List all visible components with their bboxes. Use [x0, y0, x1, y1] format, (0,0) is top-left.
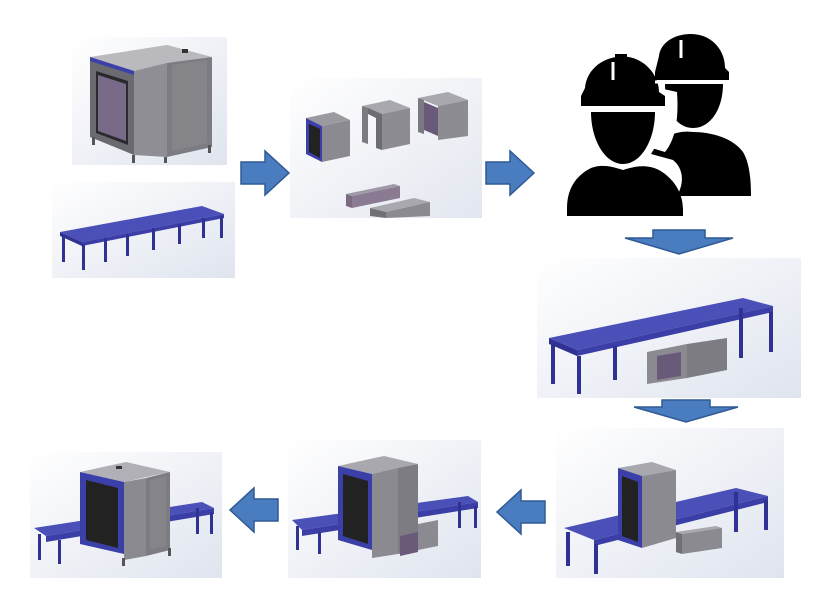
conveyor-table-panel [52, 182, 235, 278]
workers-panel [565, 28, 753, 218]
xray-scanner-illustration [72, 37, 227, 165]
disassembled-modules-panel [290, 78, 482, 218]
near-complete-assembly-panel [288, 440, 481, 578]
arrow-down-icon [623, 228, 735, 256]
arrow-right-icon [484, 149, 536, 197]
near-complete-assembly-illustration [288, 440, 481, 578]
table-with-modules-illustration [537, 258, 801, 398]
complete-assembly-illustration [30, 452, 222, 578]
arrow-down-icon [632, 398, 740, 424]
conveyor-table-illustration [52, 182, 235, 278]
disassembled-modules-illustration [290, 78, 482, 218]
arrow-left-icon [228, 486, 280, 534]
arrow-right-icon [239, 149, 291, 197]
xray-scanner-panel [72, 37, 227, 165]
table-with-modules-panel [537, 258, 801, 398]
workers-hardhat-icon [565, 28, 753, 218]
arrow-left-icon [495, 488, 547, 536]
partial-assembly-panel [556, 428, 784, 578]
partial-assembly-illustration [556, 428, 784, 578]
complete-assembly-panel [30, 452, 222, 578]
